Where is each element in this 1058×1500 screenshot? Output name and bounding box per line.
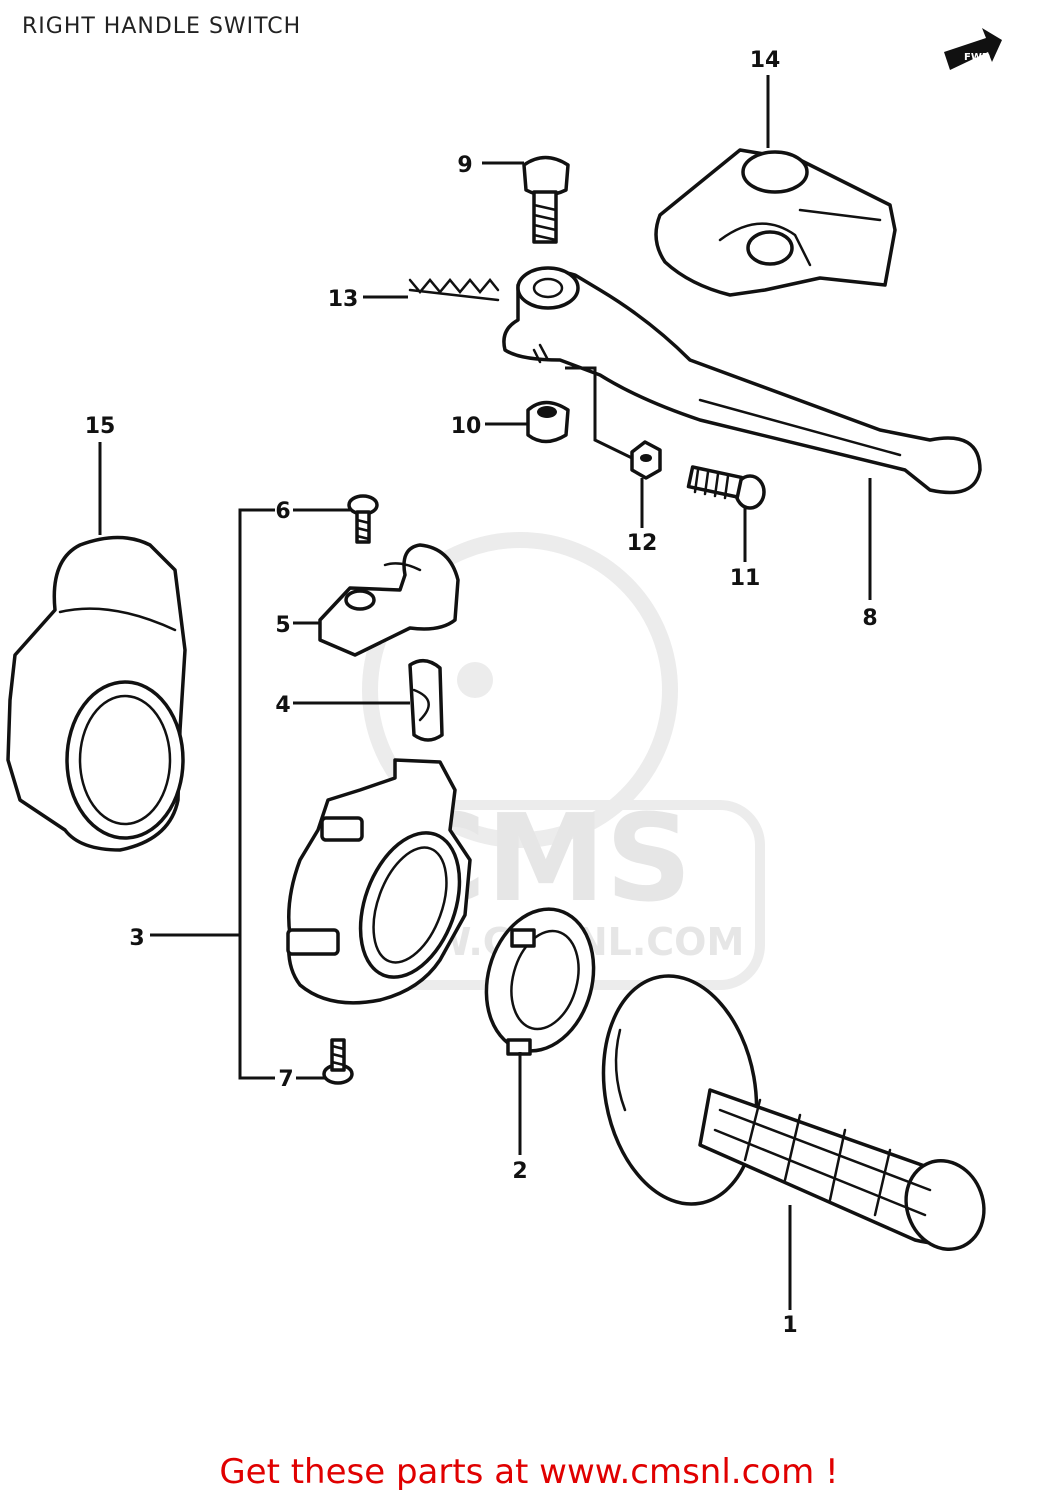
watermark-mascot-outline	[362, 532, 678, 848]
part-4-switch-clip	[408, 658, 444, 742]
part-1-throttle-grip	[601, 974, 986, 1251]
callout-14: 14	[750, 48, 781, 73]
part-14-lever-holder	[654, 148, 897, 297]
callout-15: 15	[85, 414, 116, 439]
callout-1: 1	[782, 1313, 797, 1338]
part-12-nut	[630, 440, 662, 480]
part-10-collar	[526, 400, 570, 444]
part-7-screw	[322, 1038, 354, 1085]
part-2-throttle-pulley	[484, 907, 596, 1056]
watermark-mascot-eye	[457, 662, 493, 698]
leader-lines	[98, 75, 872, 1310]
callout-10: 10	[451, 414, 482, 439]
callout-12: 12	[627, 531, 658, 556]
part-9-bolt	[522, 155, 570, 244]
exploded-parts-diagram: CMS WWW.CMSNL.COM FWD	[6, 28, 1002, 1338]
callout-5: 5	[275, 613, 290, 638]
callout-4: 4	[275, 693, 290, 718]
part-8-brake-lever	[502, 266, 982, 495]
callout-13: 13	[328, 287, 359, 312]
callout-7: 7	[278, 1067, 293, 1092]
page-title: RIGHT HANDLE SWITCH	[22, 14, 302, 39]
callout-9: 9	[457, 153, 472, 178]
callout-3: 3	[129, 926, 144, 951]
callout-11: 11	[730, 566, 761, 591]
part-11-pivot-bolt	[686, 465, 766, 510]
arrow-label: FWD	[964, 52, 990, 63]
footer-link[interactable]: Get these parts at www.cmsnl.com !	[219, 1452, 839, 1492]
part-15-switch-cover	[6, 535, 187, 852]
callout-labels: 1 2 3 4 5 6 7 8 9 10 11 12 13 14 15	[85, 48, 878, 1338]
arrow-icon	[944, 28, 1002, 70]
front-direction-arrow: FWD	[944, 28, 1002, 70]
part-6-screw	[347, 494, 379, 544]
part-5-switch-plate	[318, 543, 460, 657]
part-3-switch-housing	[286, 758, 472, 1005]
callout-6: 6	[275, 499, 290, 524]
part-13-spring	[408, 278, 500, 302]
callout-2: 2	[512, 1159, 527, 1184]
callout-8: 8	[862, 606, 877, 631]
